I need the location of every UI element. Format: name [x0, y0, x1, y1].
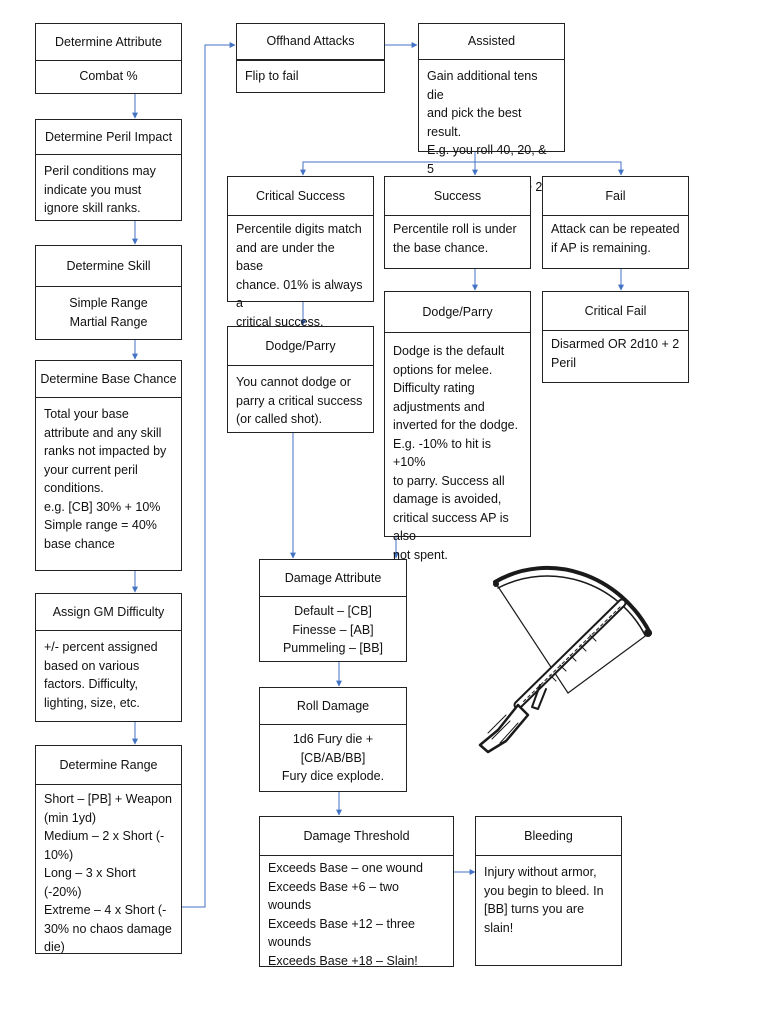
dodge-parry-crit-box: Dodge/Parry You cannot dodge or parry a …: [227, 326, 374, 433]
peril-impact-title: Determine Peril Impact: [36, 120, 181, 155]
dodge-parry-crit-body: You cannot dodge or parry a critical suc…: [236, 375, 363, 426]
bleeding-body: Injury without armor, you begin to bleed…: [484, 865, 604, 935]
bleeding-box: Bleeding Injury without armor, you begin…: [475, 816, 622, 966]
critical-fail-title: Critical Fail: [543, 292, 688, 331]
critical-fail-box: Critical Fail Disarmed OR 2d10 + 2 Peril: [542, 291, 689, 383]
roll-damage-box: Roll Damage 1d6 Fury die + [CB/AB/BB] Fu…: [259, 687, 407, 792]
dodge-parry-success-title: Dodge/Parry: [385, 292, 530, 333]
dodge-parry-success-body: Dodge is the default options for melee. …: [393, 344, 519, 562]
determine-attribute-title: Determine Attribute: [36, 24, 181, 61]
assisted-box: Assisted Gain additional tens die and pi…: [418, 23, 565, 194]
critical-success-title: Critical Success: [228, 177, 373, 216]
critical-success-body: Percentile digits match and are under th…: [236, 222, 363, 329]
damage-attribute-body: Default – [CB] Finesse – [AB] Pummeling …: [282, 604, 384, 655]
assisted-body: Gain additional tens die and pick the be…: [427, 69, 549, 194]
determine-range-box: Determine Range Short – [PB] + Weapon (m…: [35, 745, 182, 954]
damage-attribute-box: Damage Attribute Default – [CB] Finesse …: [259, 559, 407, 662]
damage-threshold-title: Damage Threshold: [260, 817, 453, 856]
peril-impact-body: Peril conditions may indicate you must i…: [44, 164, 156, 215]
gm-difficulty-body: +/- percent assigned based on various fa…: [44, 640, 158, 710]
critical-success-box: Critical Success Percentile digits match…: [227, 176, 374, 329]
determine-attribute-box: Determine Attribute Combat %: [35, 23, 182, 94]
damage-threshold-box: Damage Threshold Exceeds Base – one woun…: [259, 816, 454, 968]
damage-attribute-title: Damage Attribute: [260, 560, 406, 597]
arrow-assisted-to-fail: [474, 152, 624, 176]
determine-skill-box: Determine Skill Simple Range Martial Ran…: [35, 245, 182, 340]
dodge-parry-crit-title: Dodge/Parry: [228, 327, 373, 366]
determine-attribute-body: Combat %: [79, 69, 138, 84]
success-body: Percentile roll is under the base chance…: [393, 222, 517, 255]
crossbow-illustration: [478, 566, 652, 754]
offhand-attacks-box: Offhand Attacks Flip to fail: [236, 23, 385, 93]
base-chance-title: Determine Base Chance: [36, 361, 181, 398]
success-title: Success: [385, 177, 530, 216]
damage-threshold-body: Exceeds Base – one wound Exceeds Base +6…: [268, 861, 423, 968]
bleeding-title: Bleeding: [476, 817, 621, 856]
base-chance-box: Determine Base Chance Total your base at…: [35, 360, 182, 571]
critical-fail-body: Disarmed OR 2d10 + 2 Peril: [551, 337, 680, 370]
determine-range-title: Determine Range: [36, 746, 181, 785]
arrow-range-to-offhand: [182, 42, 236, 908]
determine-range-body: Short – [PB] + Weapon (min 1yd) Medium –…: [44, 792, 172, 954]
roll-damage-body: 1d6 Fury die + [CB/AB/BB] Fury dice expl…: [281, 732, 385, 783]
success-box: Success Percentile roll is under the bas…: [384, 176, 531, 269]
peril-impact-box: Determine Peril Impact Peril conditions …: [35, 119, 182, 221]
fail-body: Attack can be repeated if AP is remainin…: [551, 222, 680, 255]
roll-damage-title: Roll Damage: [260, 688, 406, 725]
offhand-attacks-body: Flip to fail: [245, 69, 299, 83]
base-chance-body: Total your base attribute and any skill …: [44, 407, 167, 551]
fail-box: Fail Attack can be repeated if AP is rem…: [542, 176, 689, 269]
gm-difficulty-box: Assign GM Difficulty +/- percent assigne…: [35, 593, 182, 722]
assisted-title: Assisted: [419, 24, 564, 60]
offhand-attacks-title: Offhand Attacks: [237, 24, 384, 61]
dodge-parry-success-box: Dodge/Parry Dodge is the default options…: [384, 291, 531, 562]
determine-skill-title: Determine Skill: [36, 246, 181, 287]
fail-title: Fail: [543, 177, 688, 216]
gm-difficulty-title: Assign GM Difficulty: [36, 594, 181, 631]
determine-skill-body: Simple Range Martial Range: [69, 296, 148, 329]
